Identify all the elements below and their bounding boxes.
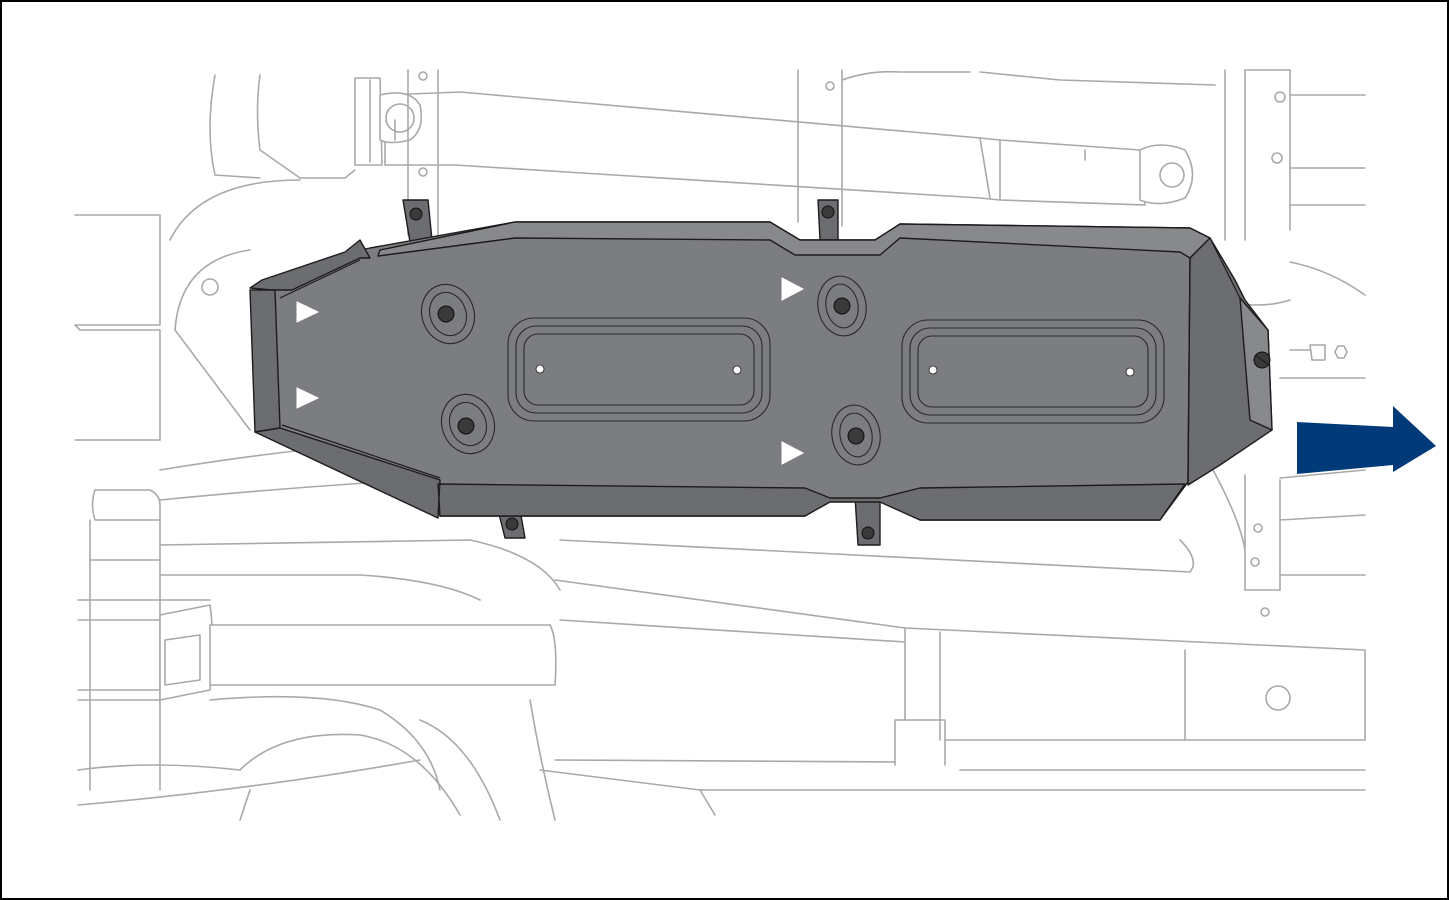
frame-crossmember-center [797,69,1216,227]
chassis-line-art [74,69,1366,821]
recess-panel-right [901,319,1165,424]
bolt-slot-bottom-left [440,393,496,455]
triangle-right-icon [296,301,320,323]
skid-plate-bottom-flange [437,483,1186,521]
bolt-slot-top-right [817,275,867,337]
driveshaft [354,77,1194,206]
skid-plate [249,221,1273,521]
skid-plate-left-lip [249,289,281,433]
bolt-slot-top-left [420,283,476,345]
frame-lower [554,299,1366,791]
skid-plate-left-flange [249,239,371,291]
frame-rail-right [1212,69,1366,617]
arrow-right-icon [1297,406,1436,474]
placement-markers [296,277,805,465]
mounting-brackets [402,199,881,546]
recess-panel-left [507,317,771,422]
skid-plate-lower-left-flange [254,427,441,519]
triangle-right-icon [781,441,805,465]
triangle-right-icon [296,387,320,409]
triangle-right-icon [781,277,805,301]
suspension-left [74,74,716,821]
bolt-slot-bottom-right [831,404,881,466]
